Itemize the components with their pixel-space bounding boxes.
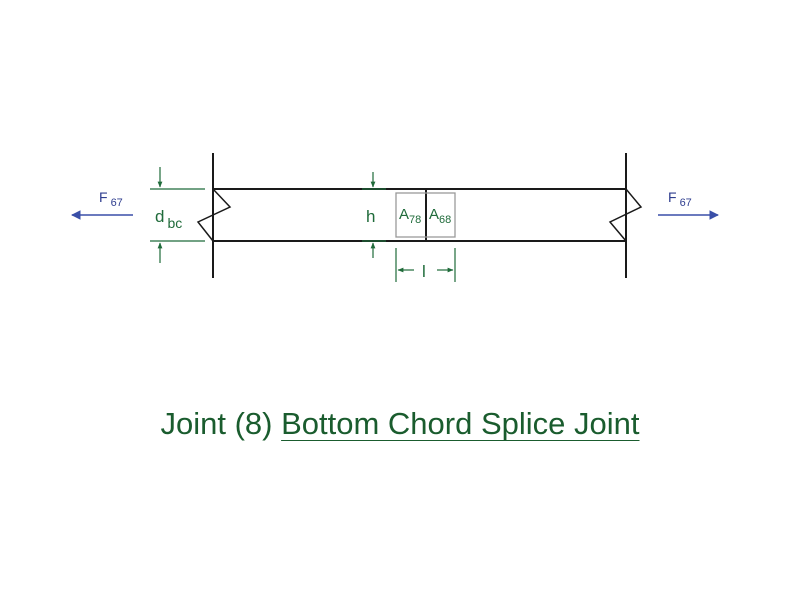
right-break-symbol [608,188,643,242]
splice-area-box [395,192,456,238]
figure-caption: Joint (8) Bottom Chord Splice Joint [0,406,800,442]
height-dimension [362,172,386,258]
caption-prefix: Joint (8) [160,406,273,441]
length-label: l [422,262,426,281]
bottom-chord-member [196,153,643,278]
depth-dimension [150,167,205,263]
height-label: h [366,207,375,226]
area-right-label: A68 [429,206,451,226]
caption-title: Bottom Chord Splice Joint [281,406,640,441]
left-break-symbol [196,188,232,242]
area-left-label: A78 [399,206,421,226]
length-dimension [395,248,456,282]
